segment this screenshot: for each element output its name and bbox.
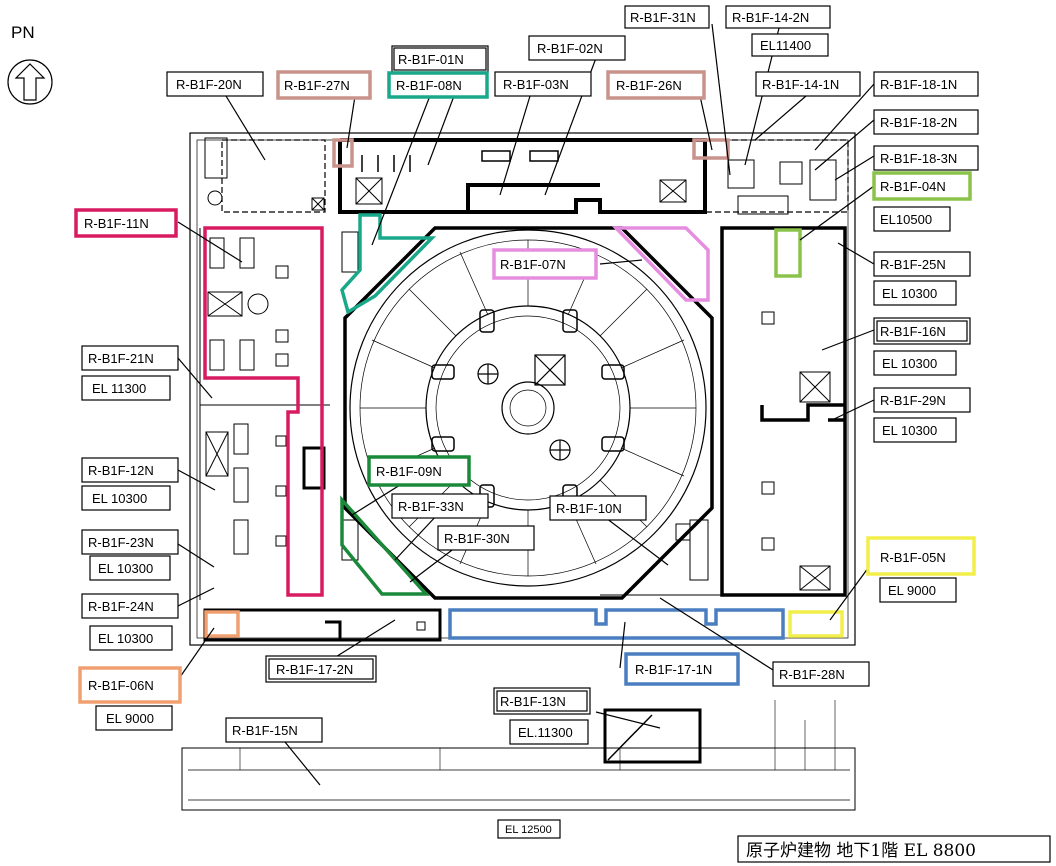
north-arrow-icon: [14, 63, 46, 101]
label-text: R-B1F-20N R-B1F-27N R-B1F-01N R-B1F-08N …: [84, 10, 957, 836]
elevation-12: EL 10300: [92, 491, 147, 506]
room-08n-outline: [340, 213, 437, 315]
label-r04: R-B1F-04N: [880, 179, 946, 194]
label-r20: R-B1F-20N: [176, 77, 242, 92]
label-r08: R-B1F-08N: [396, 78, 462, 93]
elevation-25: EL 10300: [882, 286, 937, 301]
label-r12: R-B1F-12N: [88, 463, 154, 478]
label-r14-1: R-B1F-14-1N: [762, 77, 839, 92]
label-r30: R-B1F-30N: [444, 531, 510, 546]
room-04n-outline: [774, 228, 802, 278]
label-r23: R-B1F-23N: [88, 535, 154, 550]
room-09n-outline: [340, 495, 430, 596]
elevation-29: EL 10300: [882, 423, 937, 438]
label-r18-2: R-B1F-18-2N: [880, 115, 957, 130]
label-r10: R-B1F-10N: [556, 501, 622, 516]
label-r29: R-B1F-29N: [880, 393, 946, 408]
room-27n-outline: [332, 138, 354, 168]
label-r13: R-B1F-13N: [500, 694, 566, 709]
page-title: 原子炉建物 地下1階 EL 8800: [746, 841, 976, 861]
title-block: 原子炉建物 地下1階 EL 8800: [737, 835, 1051, 863]
room-labels: [74, 5, 979, 839]
elevation-23: EL 10300: [98, 561, 153, 576]
equipment-symbols: [204, 137, 837, 685]
elevation-13: EL.11300: [518, 725, 573, 740]
elevation-04: EL10500: [880, 212, 932, 227]
label-r24: R-B1F-24N: [88, 599, 154, 614]
elevation-bottom: EL 12500: [505, 824, 552, 836]
north-arrow-circle: [7, 59, 53, 105]
highlighted-rooms: [203, 138, 844, 640]
label-r15: R-B1F-15N: [232, 723, 298, 738]
north-arrow: PN: [7, 23, 53, 105]
label-r21: R-B1F-21N: [88, 351, 154, 366]
north-label: PN: [11, 23, 35, 42]
room-05n-outline: [788, 610, 844, 638]
elevation-24: EL 10300: [98, 631, 153, 646]
label-r31: R-B1F-31N: [630, 10, 696, 25]
elevation-05: EL 9000: [888, 583, 936, 598]
label-r05: R-B1F-05N: [880, 550, 946, 565]
label-r03: R-B1F-03N: [503, 77, 569, 92]
label-r01: R-B1F-01N: [398, 52, 464, 67]
label-r27: R-B1F-27N: [284, 78, 350, 93]
room-11n-outline: [203, 226, 324, 597]
label-r17-1: R-B1F-17-1N: [635, 662, 712, 677]
label-r26: R-B1F-26N: [616, 78, 682, 93]
elevation-21: EL 11300: [92, 381, 146, 396]
label-r02: R-B1F-02N: [537, 41, 603, 56]
label-r28: R-B1F-28N: [779, 667, 845, 682]
room-07n-outline: [611, 226, 710, 302]
label-r16: R-B1F-16N: [880, 324, 946, 339]
elevation-16: EL 10300: [882, 356, 937, 371]
label-r17-2: R-B1F-17-2N: [276, 662, 353, 677]
elevation-14-2: EL11400: [760, 38, 811, 53]
label-r18-3: R-B1F-18-3N: [880, 151, 957, 166]
reactor-octagon: [343, 226, 714, 600]
label-r33: R-B1F-33N: [398, 499, 464, 514]
label-r18-1: R-B1F-18-1N: [880, 77, 957, 92]
label-r06: R-B1F-06N: [88, 678, 154, 693]
elevation-06: EL 9000: [106, 711, 154, 726]
label-r25: R-B1F-25N: [880, 257, 946, 272]
room-26n-outline: [692, 138, 730, 160]
label-r14-2: R-B1F-14-2N: [732, 10, 809, 25]
label-r07: R-B1F-07N: [500, 257, 566, 272]
room-17-1n-outline: [448, 608, 785, 640]
room-06n-outline: [204, 610, 240, 638]
label-r11: R-B1F-11N: [84, 216, 149, 231]
label-r09: R-B1F-09N: [376, 464, 442, 479]
